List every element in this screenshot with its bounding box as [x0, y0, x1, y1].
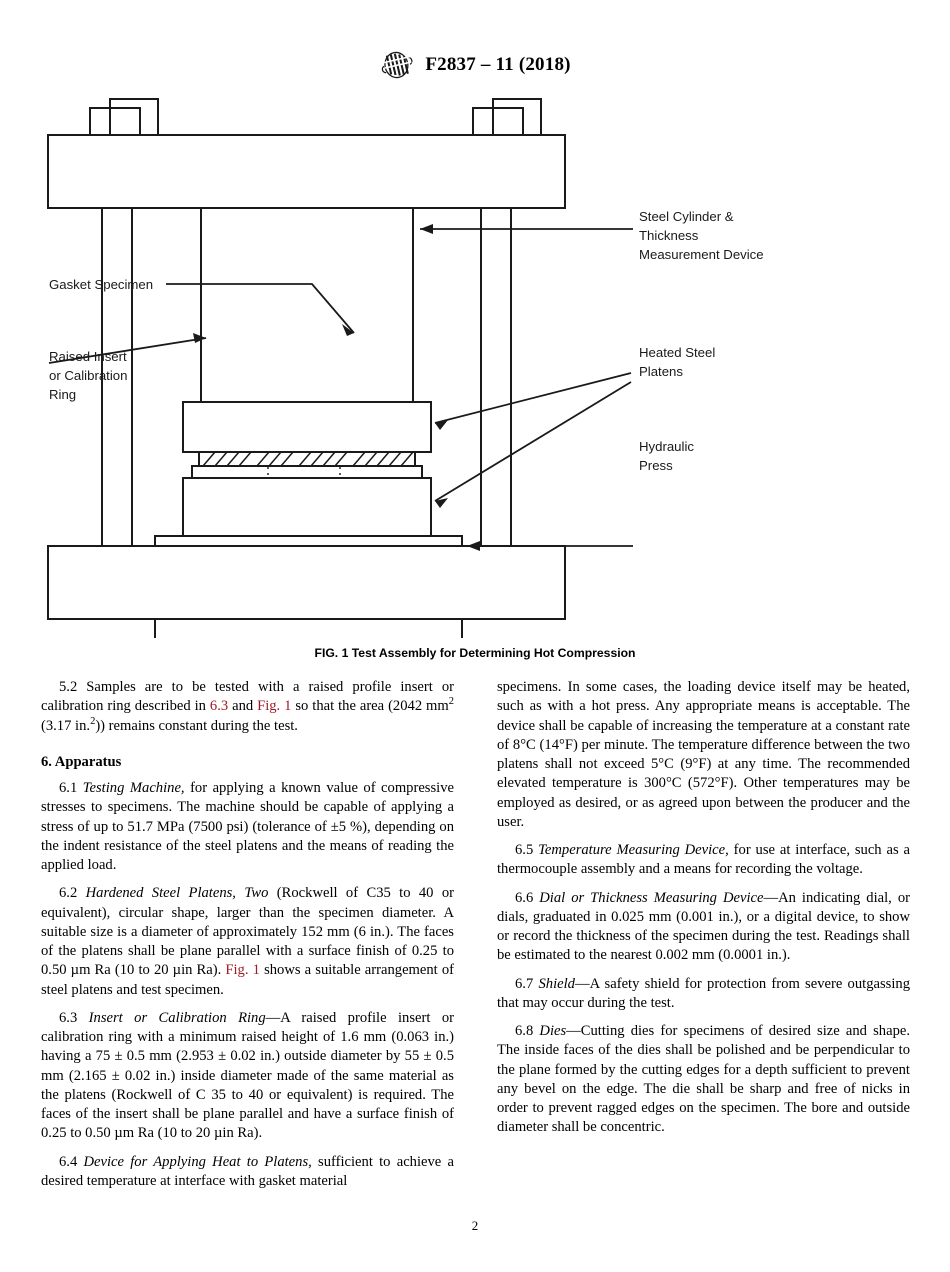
- section-number-6-8: 6.8: [515, 1023, 534, 1039]
- right-column: specimens. In some cases, the loading de…: [497, 678, 910, 1191]
- figure-caption: FIG. 1 Test Assembly for Determining Hot…: [314, 646, 636, 660]
- xref-fig-1-b[interactable]: Fig. 1: [225, 962, 260, 979]
- section-number-6-4: 6.4: [59, 1153, 78, 1170]
- para-6-6-body: —An indicating dial, or dials, graduated…: [497, 889, 910, 964]
- section-number-6-5: 6.5: [515, 842, 534, 858]
- label-steel-cylinder-line3: Measurement Device: [639, 247, 764, 262]
- figure-1: Gasket Specimen Raised Insert or Calibra…: [0, 90, 950, 660]
- para-6-4-body: sufficient to achieve a desired temperat…: [41, 1153, 454, 1189]
- label-steel-cylinder-line1: Steel Cylinder &: [639, 209, 734, 224]
- page-number: 2: [471, 1218, 479, 1233]
- label-raised-insert-line2: or Calibration: [49, 368, 127, 383]
- section-number-6-3: 6.3: [59, 1009, 78, 1026]
- gasket-hatching: [202, 451, 414, 467]
- paragraph-6-6: 6.6 Dial or Thickness Measuring Device—A…: [497, 889, 910, 966]
- label-raised-insert-line3: Ring: [49, 387, 76, 402]
- xref-fig-1[interactable]: Fig. 1: [257, 698, 292, 715]
- insert-ring-marks: [267, 467, 341, 478]
- section-number-6-7: 6.7: [515, 975, 534, 992]
- para-5-2-text-4: (3.17 in.: [41, 717, 91, 734]
- base-beam-outline: [46, 544, 567, 621]
- para-6-6-title: Dial or Thickness Measuring Device: [533, 889, 764, 906]
- paragraph-6-3: 6.3 Insert or Calibration Ring—A raised …: [41, 1009, 454, 1144]
- astm-logo-icon: [382, 51, 413, 79]
- label-raised-insert-line1: Raised Insert: [49, 349, 127, 364]
- paragraph-6-7: 6.7 Shield—A safety shield for protectio…: [497, 975, 910, 1014]
- label-heated-platens-line1: Heated Steel: [639, 345, 715, 360]
- para-6-3-title: Insert or Calibration Ring: [77, 1009, 266, 1026]
- para-6-7-body: —A safety shield for protection from sev…: [497, 975, 910, 1011]
- para-6-2-body-2: shows a suitable arrangement of steel pl…: [41, 962, 455, 998]
- para-6-2-body-1: (Rockwell of C35 to 40 or equivalent), c…: [41, 885, 454, 979]
- section-number-5-2: 5.2: [59, 679, 78, 695]
- paragraph-6-1: 6.1 Testing Machine, for applying a know…: [41, 779, 454, 875]
- para-5-2-sup-2: 2: [90, 715, 96, 727]
- label-steel-cylinder-line2: Thickness: [639, 228, 699, 243]
- standard-designation: F2837 – 11 (2018): [425, 54, 571, 75]
- para-6-8-title: Dies: [533, 1023, 567, 1039]
- para-6-5-body: for use at interface, such as a thermoco…: [497, 842, 910, 878]
- bolt-left: [88, 97, 160, 137]
- section-heading-6: 6. Apparatus: [41, 753, 122, 770]
- body-columns: 5.2 Samples are to be tested with a rais…: [41, 678, 910, 1191]
- leader-lines: [48, 228, 633, 547]
- para-6-2-title: Hardened Steel Platens, Two: [77, 885, 269, 902]
- xref-6-3[interactable]: 6.3: [209, 698, 229, 715]
- label-heated-platens-line2: Platens: [639, 364, 683, 379]
- page-header: F2837 – 11 (2018): [0, 50, 950, 80]
- para-5-2-text-1: Samples are to be tested with a raised p…: [41, 679, 454, 715]
- lower-heated-platen: [181, 476, 433, 538]
- label-hydraulic-press-line2: Press: [639, 458, 673, 473]
- leader-arrowheads: [193, 224, 480, 551]
- raised-insert-plate: [190, 464, 424, 480]
- para-6-1-title: Testing Machine,: [77, 780, 185, 796]
- upper-heated-platen: [181, 400, 433, 454]
- label-gasket-specimen: Gasket Specimen: [49, 277, 153, 292]
- label-hydraulic-press-line1: Hydraulic: [639, 439, 694, 454]
- para-6-7-title: Shield: [533, 975, 575, 992]
- para-5-2-text-3: so that the area (2042 mm: [291, 698, 449, 715]
- paragraph-6-8: 6.8 Dies—Cutting dies for specimens of d…: [497, 1022, 910, 1138]
- bolt-right: [471, 97, 543, 137]
- para-6-8-body: —Cutting dies for specimens of desired s…: [497, 1023, 910, 1136]
- paragraph-6-2: 6.2 Hardened Steel Platens, Two (Rockwel…: [41, 884, 454, 1000]
- paragraph-6-4: 6.4 Device for Applying Heat to Platens,…: [41, 1153, 454, 1192]
- para-6-5-title: Temperature Measuring Device,: [533, 842, 729, 858]
- section-number-6-1: 6.1: [59, 780, 78, 796]
- para-6-4-title: Device for Applying Heat to Platens,: [77, 1153, 312, 1170]
- para-6-1-body: for applying a known value of compressiv…: [41, 780, 454, 873]
- test-assembly-diagram: Gasket Specimen Raised Insert or Calibra…: [46, 97, 764, 638]
- left-column: 5.2 Samples are to be tested with a rais…: [41, 678, 454, 1191]
- paragraph-5-2: 5.2 Samples are to be tested with a rais…: [41, 678, 454, 736]
- para-5-2-text-5: )) remains constant during the test.: [95, 717, 298, 734]
- top-crosshead: [46, 133, 567, 210]
- paragraph-6-4-continued: specimens. In some cases, the loading de…: [497, 679, 910, 830]
- steel-cylinder: [199, 208, 415, 402]
- section-number-6-6: 6.6: [515, 889, 534, 906]
- paragraph-6-5: 6.5 Temperature Measuring Device, for us…: [497, 841, 910, 880]
- para-6-3-body: —A raised profile insert or calibration …: [41, 1009, 455, 1142]
- section-number-6-2: 6.2: [59, 885, 78, 902]
- para-5-2-sup-1: 2: [448, 696, 454, 708]
- para-5-2-text-2: and: [228, 698, 258, 715]
